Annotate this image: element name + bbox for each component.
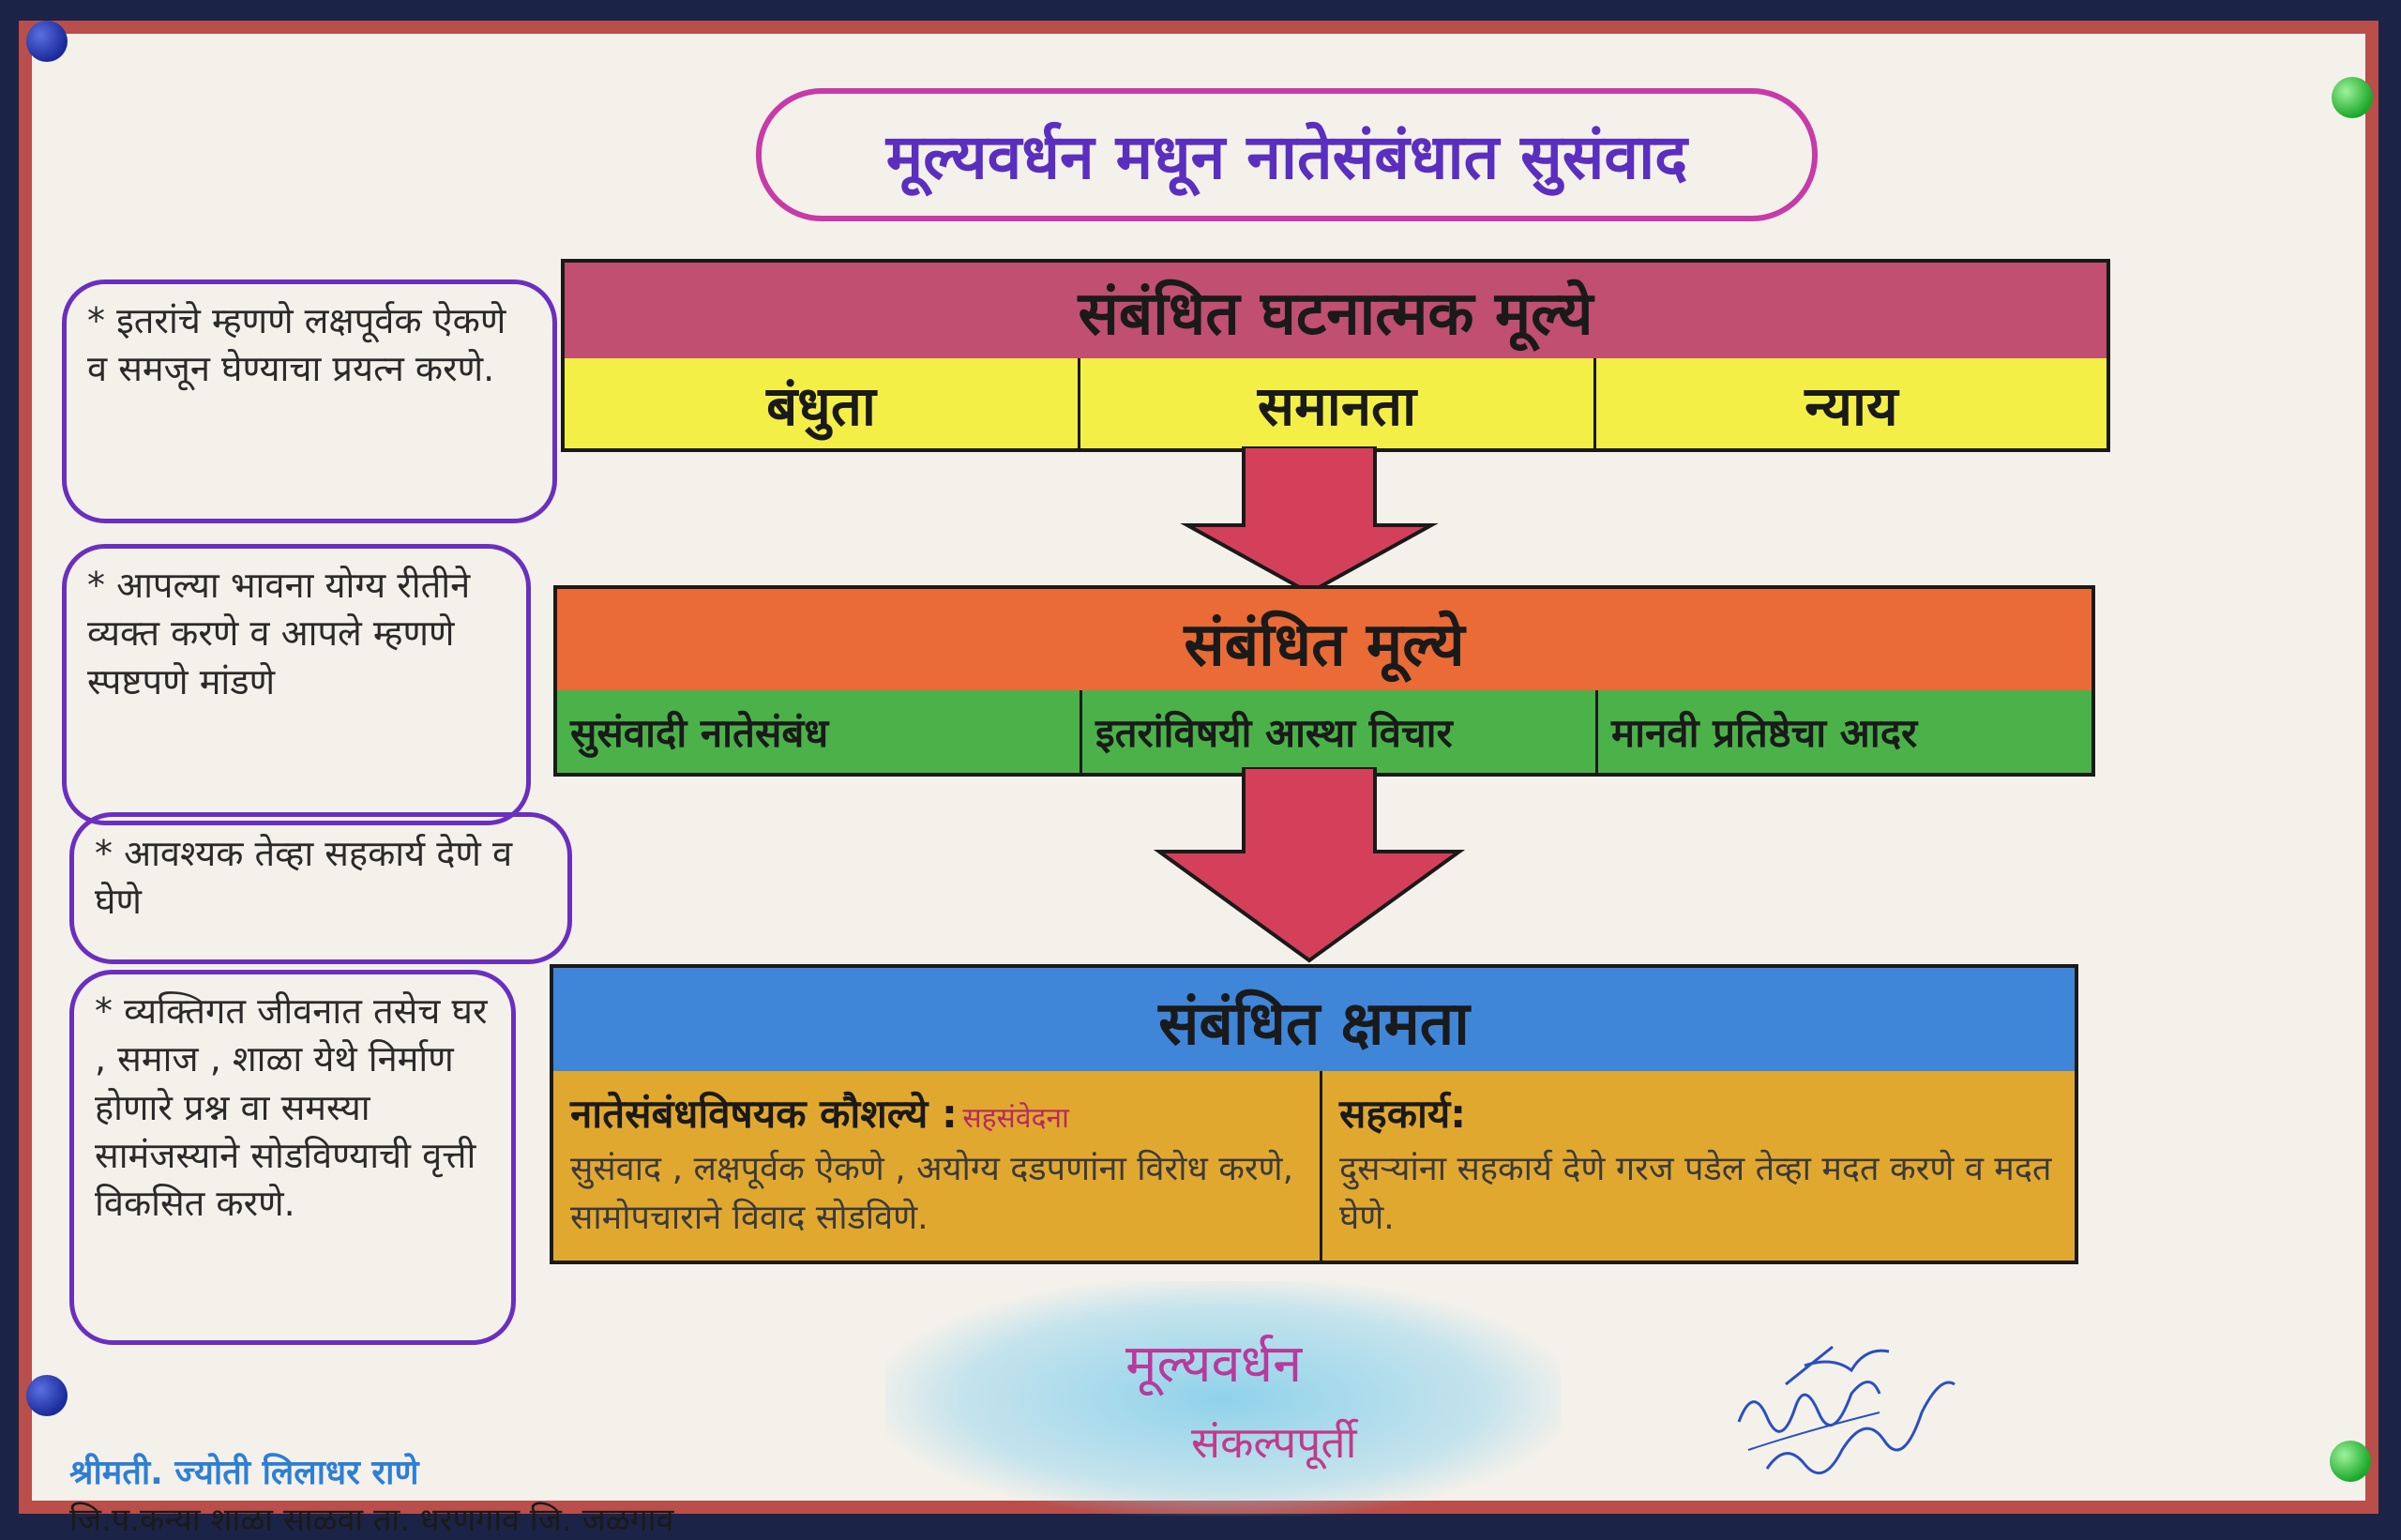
push-pin-icon [26, 1375, 68, 1416]
band-row-related-values: सुसंवादी नातेसंबंध इतरांविषयी आस्था विचा… [553, 690, 2095, 777]
band-row-related-abilities: नातेसंबंधविषयक कौशल्ये : सहसंवेदना सुसंव… [550, 1071, 2078, 1264]
poster-title: मूल्यवर्धन मधून नातेसंबंधात सुसंवाद [885, 121, 1688, 193]
down-arrow-icon [1153, 767, 1466, 963]
ability-title: सहकार्य: [1339, 1091, 1466, 1137]
bullet-bubble: * आपल्या भावना योग्य रीतीने व्यक्त करणे … [62, 544, 531, 825]
down-arrow-icon [1180, 446, 1439, 596]
value-cell: इतरांविषयी आस्था विचार [1082, 690, 1598, 773]
value-cell: मानवी प्रतिष्ठेचा आदर [1611, 709, 1918, 756]
ability-cell-relationship-skills: नातेसंबंधविषयक कौशल्ये : सहसंवेदना सुसंव… [553, 1071, 1322, 1261]
value-cell: न्याय [1805, 373, 1898, 438]
value-cell: सुसंवादी नातेसंबंध [557, 690, 1082, 773]
bullet-bubble: * व्यक्तिगत जीवनात तसेच घर , समाज , शाळा… [69, 970, 516, 1345]
ability-cell-cooperation: सहकार्य: दुसऱ्यांना सहकार्य देणे गरज पडे… [1322, 1071, 2075, 1261]
ability-text: दुसऱ्यांना सहकार्य देणे गरज पडेल तेव्हा … [1339, 1150, 2052, 1238]
value-cell: बंधुता [565, 358, 1080, 448]
poster-paper: मूल्यवर्धन मधून नातेसंबंधात सुसंवाद संबं… [19, 21, 2378, 1539]
push-pin-icon [2330, 1441, 2371, 1482]
blue-watercolor-cloud [885, 1281, 1561, 1516]
push-pin-icon [26, 21, 68, 62]
title-cloud: मूल्यवर्धन मधून नातेसंबंधात सुसंवाद [756, 88, 1818, 221]
ability-text: सुसंवाद , लक्षपूर्वक ऐकणे , अयोग्य दडपणा… [570, 1150, 1294, 1238]
tagline-text: संकल्पपूर्ती [1191, 1417, 1357, 1468]
ability-subtitle: सहसंवेदना [962, 1102, 1069, 1135]
band-heading-related-abilities: संबंधित क्षमता [550, 964, 2078, 1077]
author-school: जि.प.कन्या शाळा साळवा ता. धरणगाव जि. जळग… [69, 1502, 674, 1539]
bullet-bubble: * इतरांचे म्हणणे लक्षपूर्वक ऐकणे व समजून… [62, 279, 557, 523]
ability-title: नातेसंबंधविषयक कौशल्ये : [570, 1091, 958, 1137]
brand-text: मूल्यवर्धन [1125, 1334, 1303, 1395]
push-pin-icon [2332, 77, 2373, 118]
band-heading-related-values: संबंधित मूल्ये [553, 585, 2095, 698]
band-heading-constitutional-values: संबंधित घटनात्मक मूल्ये [561, 259, 2110, 362]
signature-scribble [1737, 1345, 1956, 1474]
band-row-constitutional-values: बंधुता समानता न्याय [561, 358, 2110, 452]
author-name: श्रीमती. ज्योती लिलाधर राणे [69, 1454, 419, 1492]
bullet-bubble: * आवश्यक तेव्हा सहकार्य देणे व घेणे [69, 812, 572, 964]
value-cell: समानता [1080, 358, 1596, 448]
